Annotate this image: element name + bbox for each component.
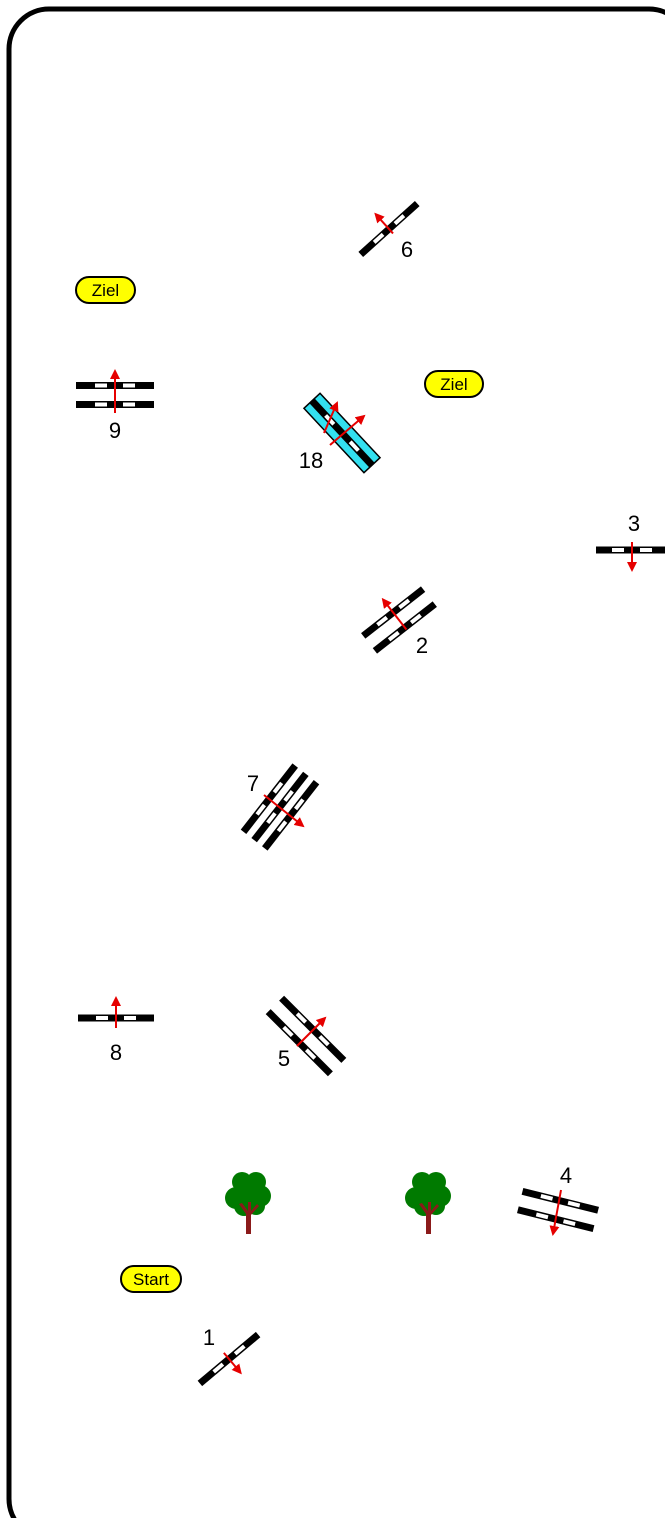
start-label-text: Start [133, 1270, 169, 1289]
obstacle-number: 6 [401, 237, 413, 262]
finish-label-text: Ziel [440, 375, 467, 394]
tree-icon [225, 1172, 271, 1234]
obstacle-number: 7 [247, 771, 259, 796]
finish-label: Ziel [76, 277, 135, 303]
tree-icon [405, 1172, 451, 1234]
obstacle-number: 4 [560, 1163, 572, 1188]
obstacle-9 [76, 371, 154, 413]
obstacle-8 [78, 998, 154, 1028]
obstacle-number: 18 [299, 448, 323, 473]
obstacle-number: 5 [278, 1046, 290, 1071]
finish-label: Ziel [425, 371, 483, 397]
arena-border [9, 9, 665, 1518]
obstacle-number: 8 [110, 1040, 122, 1065]
obstacle-number: 9 [109, 418, 121, 443]
start-label: Start [121, 1266, 181, 1292]
obstacle-number: 1 [203, 1325, 215, 1350]
obstacle-number: 3 [628, 511, 640, 536]
obstacle-3 [596, 542, 665, 570]
obstacle-number: 2 [416, 633, 428, 658]
finish-label-text: Ziel [92, 281, 119, 300]
